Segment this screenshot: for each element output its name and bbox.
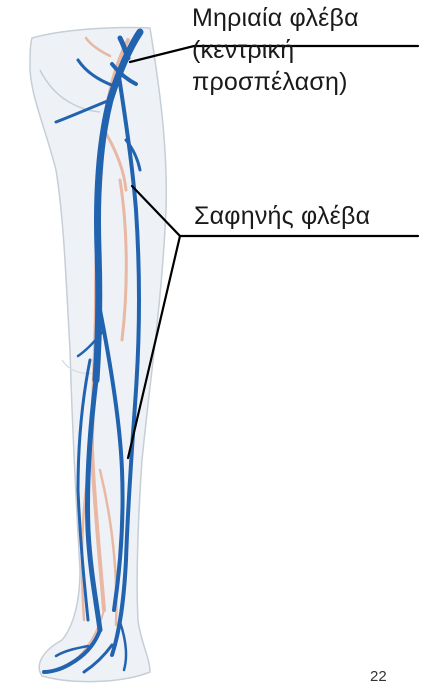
saphenous-vein-label: Σαφηνής φλέβα: [194, 200, 370, 232]
femoral-vein-label-line1: Μηριαία φλέβα: [192, 2, 359, 34]
page-number: 22: [370, 668, 387, 685]
femoral-vein-label: Μηριαία φλέβα (κεντρική προσπέλαση): [192, 2, 359, 98]
femoral-vein-label-line3: προσπέλαση): [192, 66, 359, 98]
femoral-vein-label-line2: (κεντρική: [192, 34, 359, 66]
